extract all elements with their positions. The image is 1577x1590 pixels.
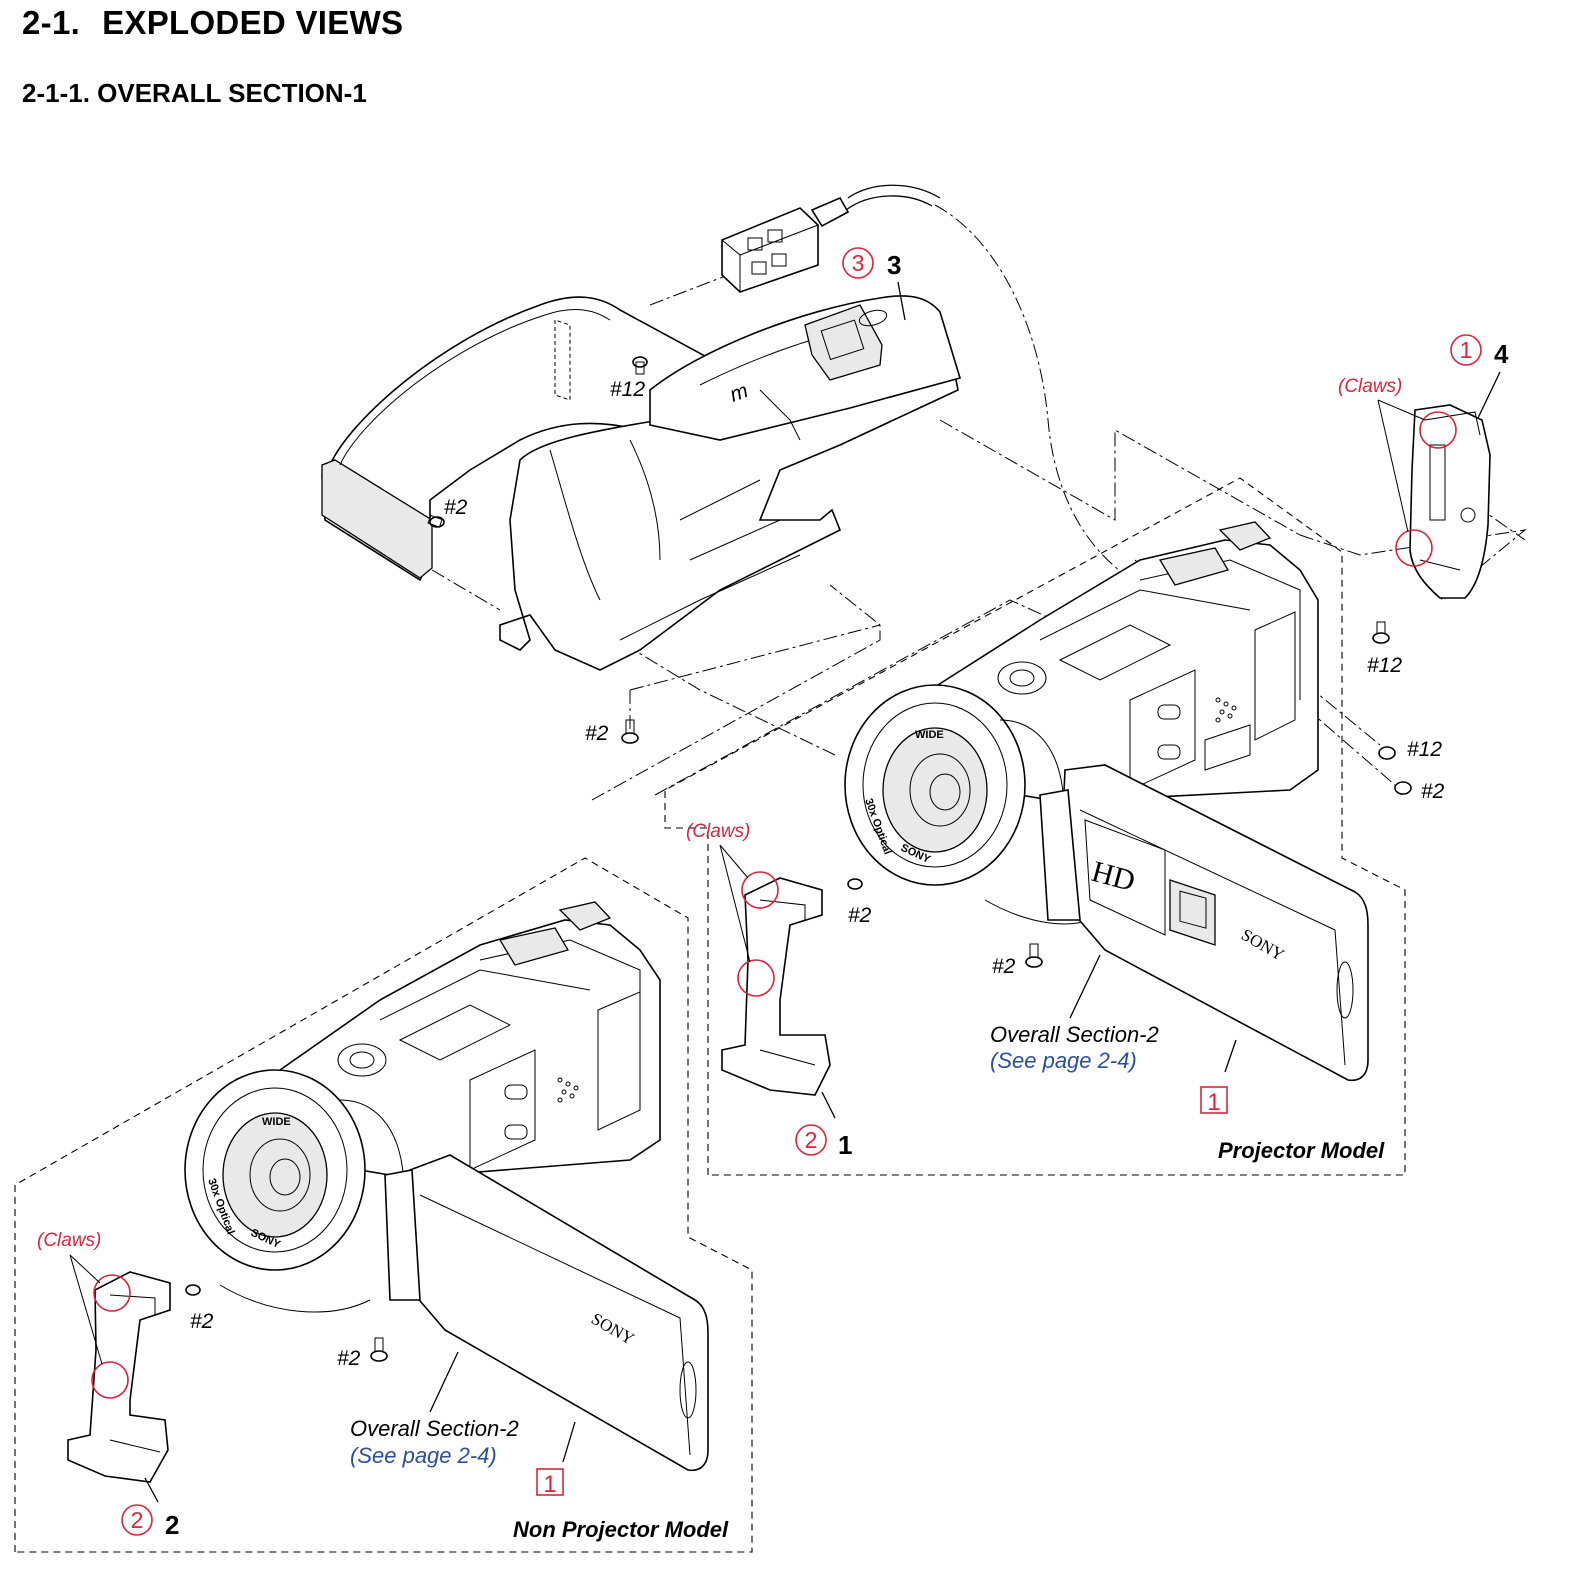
- circled-qty-part2-text: 2: [131, 1507, 144, 1533]
- screw-label-12-lower-right: #12: [1407, 738, 1442, 761]
- labels: (Claws) (Claws) (Claws) #12 #2 #2 #12 #1…: [37, 247, 1509, 1542]
- boxed-ref-nonprojector-text: 1: [543, 1471, 556, 1498]
- boxed-ref-nonprojector: [536, 1468, 564, 1496]
- screw-label-2-grip1: #2: [848, 904, 872, 927]
- part-ref-1: 1: [838, 1130, 852, 1160]
- lens-wide-text-2: WIDE: [262, 1116, 291, 1128]
- claws-label-part1: (Claws): [686, 821, 750, 842]
- screw-label-12-top: #12: [610, 378, 645, 401]
- screw-label-2-nonprojector-base: #2: [337, 1347, 361, 1370]
- subsection-title: 2-1-1. OVERALL SECTION-1: [22, 78, 367, 108]
- overall-section-label-nonprojector: Overall Section-2: [350, 1416, 519, 1441]
- screw-12-right: [1372, 621, 1390, 644]
- circled-qty-part4: [1450, 334, 1482, 366]
- boxed-ref-projector-text: 1: [1207, 1089, 1220, 1116]
- boxed-ref-projector: [1200, 1086, 1228, 1114]
- claws-label-part4: (Claws): [1338, 376, 1402, 397]
- screw-label-2-lower-right: #2: [1421, 780, 1445, 803]
- screw-label-2-bottom: #2: [585, 722, 609, 745]
- screw-2-projector-base: [1025, 943, 1043, 968]
- non-projector-camera-body: WIDE SONY 30x Optical SONY: [184, 901, 709, 1472]
- screw-12-lower-right: [1378, 746, 1396, 760]
- screw-label-2-grip2: #2: [190, 1310, 214, 1333]
- screw-2-nonprojector-base: [370, 1337, 388, 1362]
- projector-model-label: Projector Model: [1218, 1138, 1385, 1163]
- section-title: EXPLODED VIEWS: [102, 4, 404, 41]
- claws-label-part2: (Claws): [37, 1230, 101, 1251]
- screw-2-handle: [427, 514, 445, 528]
- grip-cover-part2: [67, 1271, 171, 1483]
- circled-qty-part4-text: 1: [1460, 337, 1473, 363]
- screw-2-grip1: [847, 878, 863, 890]
- non-projector-model-boundary: [14, 857, 753, 1553]
- screw-2-lower-right: [1394, 781, 1412, 795]
- circled-qty-part3: [842, 247, 874, 279]
- screw-2-bottom: [621, 719, 639, 744]
- screw-12-top: [632, 356, 648, 375]
- side-cover-part4: [1409, 404, 1491, 599]
- part-ref-4: 4: [1494, 339, 1509, 369]
- circled-qty-part1-text: 2: [805, 1127, 818, 1153]
- section-number: 2-1.: [22, 4, 81, 41]
- circled-qty-part3-text: 3: [852, 250, 865, 276]
- lens-wide-text: WIDE: [915, 729, 944, 741]
- leader-lines: [144, 281, 1501, 1503]
- section-heading: 2-1. EXPLODED VIEWS: [22, 4, 403, 42]
- projector-model-boundary: [664, 477, 1406, 1176]
- projector-camera-body: WIDE SONY 30x Optical HD SONY: [844, 521, 1369, 1082]
- part-ref-3: 3: [887, 250, 901, 280]
- overall-section-label-projector: Overall Section-2: [990, 1022, 1159, 1047]
- screw-2-grip2: [185, 1284, 201, 1296]
- screw-label-2-handle: #2: [444, 496, 468, 519]
- screw-label-2-projector-base: #2: [992, 955, 1016, 978]
- claw-callouts: [69, 399, 1457, 1399]
- screw-label-12-right: #12: [1367, 654, 1402, 677]
- part-ref-2: 2: [165, 1510, 179, 1540]
- top-cover-handle: m: [321, 295, 962, 671]
- circled-qty-part1: [795, 1124, 827, 1156]
- see-page-label-nonprojector: (See page 2-4): [350, 1443, 497, 1468]
- usb-connector: [721, 184, 941, 293]
- see-page-label-projector: (See page 2-4): [990, 1048, 1137, 1073]
- circled-qty-part2: [121, 1504, 153, 1536]
- screws: [185, 356, 1412, 1362]
- non-projector-model-label: Non Projector Model: [513, 1517, 729, 1542]
- grip-cover-part1: [721, 877, 831, 1096]
